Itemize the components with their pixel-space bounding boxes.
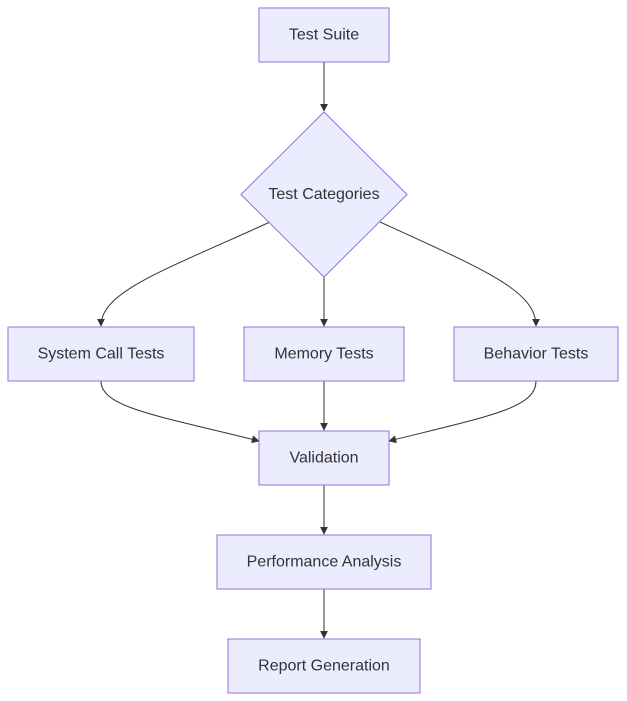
node-shape bbox=[240, 111, 408, 278]
node-behavior-tests: Behavior Tests bbox=[453, 326, 619, 382]
edge-test-categories-to-system-call-tests bbox=[97, 221, 271, 327]
node-label: Test Suite bbox=[289, 27, 359, 44]
node-shape bbox=[216, 534, 432, 590]
node-label: Validation bbox=[289, 450, 358, 467]
node-label: Report Generation bbox=[258, 658, 390, 675]
edge-test-categories-to-behavior-tests bbox=[379, 221, 540, 327]
node-shape bbox=[258, 7, 390, 63]
node-label: Test Categories bbox=[268, 186, 379, 203]
node-validation: Validation bbox=[258, 430, 390, 486]
node-performance-analysis: Performance Analysis bbox=[216, 534, 432, 590]
edge-system-call-tests-to-validation bbox=[100, 380, 260, 444]
node-test-categories: Test Categories bbox=[240, 111, 408, 278]
node-shape bbox=[7, 326, 195, 382]
node-memory-tests: Memory Tests bbox=[243, 326, 405, 382]
edge-behavior-tests-to-validation bbox=[388, 380, 537, 444]
node-report-generation: Report Generation bbox=[227, 638, 421, 694]
node-shape bbox=[258, 430, 390, 486]
node-label: System Call Tests bbox=[38, 346, 165, 363]
node-shape bbox=[453, 326, 619, 382]
node-label: Memory Tests bbox=[274, 346, 373, 363]
edges bbox=[97, 62, 540, 639]
node-shape bbox=[243, 326, 405, 382]
node-shape bbox=[227, 638, 421, 694]
node-system-call-tests: System Call Tests bbox=[7, 326, 195, 382]
node-label: Performance Analysis bbox=[247, 554, 402, 571]
node-test-suite: Test Suite bbox=[258, 7, 390, 63]
node-label: Behavior Tests bbox=[484, 346, 589, 363]
